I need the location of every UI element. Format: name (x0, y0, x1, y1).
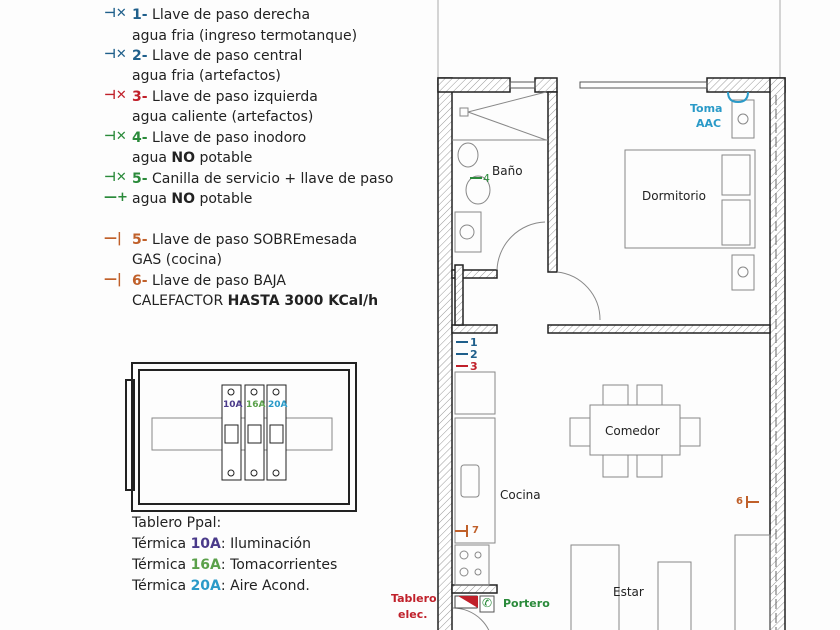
legend-text: Llave de paso inodoro (152, 130, 307, 146)
valve-marker: 1 (470, 336, 478, 349)
panel-row-text: Aire Acond. (230, 578, 310, 594)
breaker-label: 10A (223, 400, 243, 410)
valve-marker: 2 (470, 348, 478, 361)
legend-text: potable (195, 191, 253, 207)
valve-marker: 4 (483, 172, 490, 185)
panel-row-amp: 16A (190, 557, 221, 573)
panel-row-text: Térmica (132, 536, 191, 552)
legend-text: agua fria (ingreso termotanque) (132, 28, 358, 44)
ac-outlet-label: Toma (690, 102, 723, 115)
legend-text-bold: NO (171, 191, 195, 207)
gas-valve-marker: 6 (736, 496, 743, 507)
legend-text: Canilla de servicio + llave de paso (152, 171, 394, 187)
legend-num: 6- (132, 273, 148, 289)
legend-num: 5- (132, 232, 148, 248)
panel-row-text: Térmica (132, 557, 191, 573)
legend-text-bold: HASTA 3000 KCal/h (227, 293, 379, 309)
faucet-icon: —+ (104, 190, 128, 205)
gas-valve-icon: —| (104, 272, 122, 287)
panel-title: Tablero Ppal: (132, 515, 222, 531)
panel-row-amp: 10A (190, 536, 221, 552)
ac-outlet-label: AAC (696, 117, 722, 130)
legend-num: 1- (132, 7, 148, 23)
panel-row-text: : (220, 557, 231, 573)
breaker-panel-drawing (125, 362, 357, 512)
valve-marker: 3 (470, 360, 478, 373)
panel-row-text: : (220, 578, 231, 594)
ac-outlet-icon (727, 91, 749, 104)
legend-text: Llave de paso central (152, 48, 303, 64)
breaker-label: 20A (268, 400, 288, 410)
panel-row-amp: 20A (190, 578, 221, 594)
panel-row-text: Térmica (132, 578, 191, 594)
intercom-label: Portero (503, 597, 550, 610)
legend-text: agua (132, 150, 172, 166)
valve-icon: ⊣✕ (104, 88, 127, 103)
breaker-label: 16A (246, 400, 266, 410)
panel-row-text: Tomacorrientes (230, 557, 338, 573)
room-label-cocina: Cocina (500, 488, 541, 502)
legend-text: Llave de paso BAJA (152, 273, 286, 289)
valve-icon: ⊣✕ (104, 6, 127, 21)
legend-text: Llave de paso SOBREmesada (152, 232, 358, 248)
valve-icon: ⊣✕ (104, 129, 127, 144)
gas-valve-marker: 7 (472, 525, 479, 536)
legend-text: Llave de paso izquierda (152, 89, 318, 105)
legend-text: Llave de paso derecha (152, 7, 311, 23)
room-label-dormitorio: Dormitorio (642, 189, 706, 203)
gas-valve-icon: —| (104, 231, 122, 246)
valve-icon: ⊣✕ (104, 170, 127, 185)
room-label-bano: Baño (492, 164, 523, 178)
legend-num: 2- (132, 48, 148, 64)
panel-row-text: Iluminación (230, 536, 311, 552)
legend-text: GAS (cocina) (132, 252, 222, 268)
walls (437, 77, 786, 630)
legend-num: 4- (132, 130, 148, 146)
room-label-comedor: Comedor (605, 424, 660, 438)
electrical-panel-label: elec. (398, 608, 428, 621)
legend-text: agua caliente (artefactos) (132, 109, 314, 125)
room-label-estar: Estar (613, 585, 644, 599)
legend-text: CALEFACTOR (132, 293, 228, 309)
legend-text: agua (132, 191, 172, 207)
legend-num: 5- (132, 171, 148, 187)
valve-icon: ⊣✕ (104, 47, 127, 62)
panel-row-text: : (220, 536, 231, 552)
electrical-panel-label: Tablero (391, 592, 437, 605)
legend-num: 3- (132, 89, 148, 105)
legend-text: agua fria (artefactos) (132, 68, 281, 84)
legend-text: potable (195, 150, 253, 166)
legend-text-bold: NO (171, 150, 195, 166)
phone-icon: ✆ (482, 596, 493, 610)
